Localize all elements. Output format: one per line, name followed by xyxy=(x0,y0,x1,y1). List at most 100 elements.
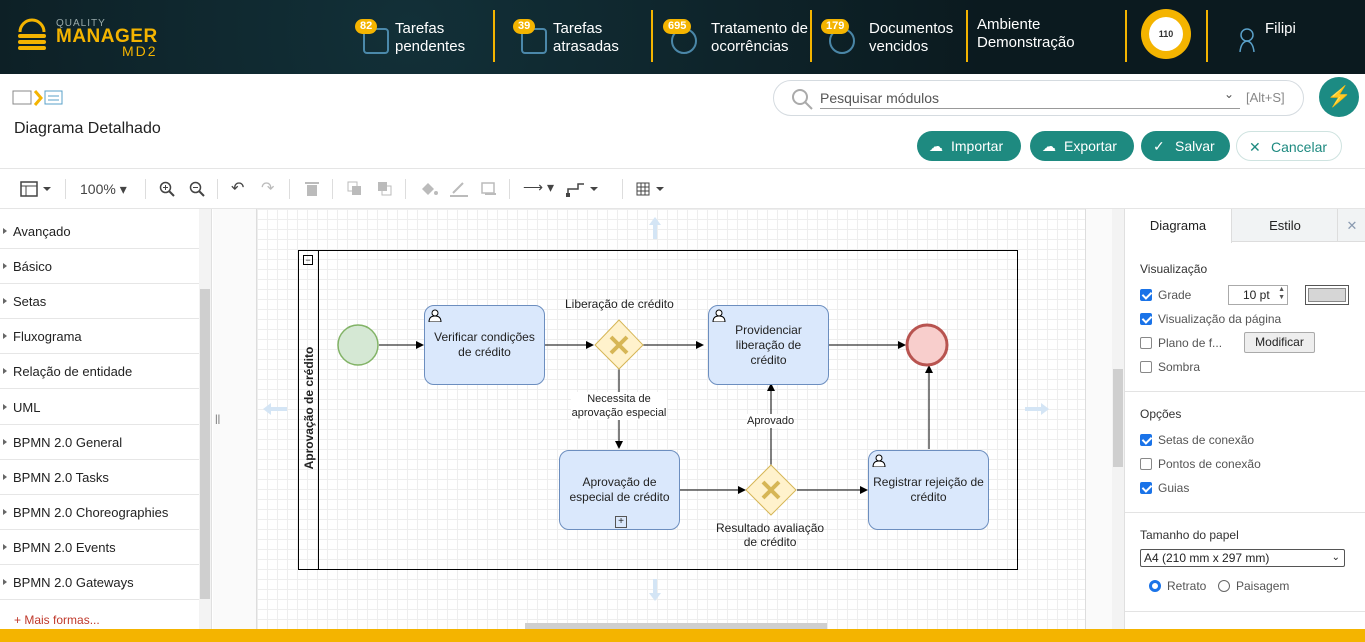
connection-style-icon[interactable]: ⟶ ▾ xyxy=(523,179,554,195)
user-name[interactable]: Filipi xyxy=(1265,20,1296,37)
task-verify-credit[interactable]: Verificar condições de crédito xyxy=(424,305,545,385)
to-front-icon[interactable] xyxy=(347,181,363,197)
edge-label-line: aprovação especial xyxy=(571,407,667,419)
undo-icon[interactable]: ↶ xyxy=(231,180,245,197)
shadow-icon[interactable] xyxy=(481,181,497,197)
shape-category[interactable]: BPMN 2.0 Events xyxy=(0,530,199,565)
diagram-page[interactable]: − Aprovação de crédito Verificar xyxy=(256,209,1086,629)
task-provide-release[interactable]: Providenciar liberação de crédito xyxy=(708,305,829,385)
shape-category[interactable]: BPMN 2.0 Gateways xyxy=(0,565,199,600)
modify-button[interactable]: Modificar xyxy=(1244,332,1315,353)
shape-category[interactable]: BPMN 2.0 Choreographies xyxy=(0,495,199,530)
shape-category[interactable]: UML xyxy=(0,390,199,425)
panel-resize-handle[interactable]: || xyxy=(215,414,221,425)
divider xyxy=(1206,10,1208,62)
export-button[interactable]: ☁Exportar xyxy=(1030,131,1134,161)
delete-icon[interactable] xyxy=(305,181,319,197)
landscape-radio[interactable]: Paisagem xyxy=(1218,579,1289,593)
arrow-up-icon[interactable] xyxy=(647,215,663,241)
shape-category[interactable]: BPMN 2.0 Tasks xyxy=(0,460,199,495)
zoom-level[interactable]: 100% ▾ xyxy=(80,181,127,197)
breadcrumb[interactable] xyxy=(12,88,64,108)
save-button[interactable]: ✓Salvar xyxy=(1141,131,1230,161)
search-input[interactable]: Pesquisar módulos xyxy=(820,90,1240,109)
more-shapes-link[interactable]: + Mais formas... xyxy=(14,613,100,627)
arrow-down-icon[interactable] xyxy=(647,577,663,603)
fill-color-icon[interactable] xyxy=(420,181,438,197)
radio[interactable] xyxy=(1218,580,1230,592)
import-button[interactable]: ☁Importar xyxy=(917,131,1021,161)
to-back-icon[interactable] xyxy=(377,181,393,197)
zoom-out-icon[interactable] xyxy=(189,181,205,197)
subprocess-special-approval[interactable]: Aprovação de especial de crédito + xyxy=(559,450,680,530)
canvas-vertical-scrollbar[interactable] xyxy=(1112,209,1124,629)
grid-checkbox[interactable]: Grade xyxy=(1140,288,1191,302)
connection-points-checkbox[interactable]: Pontos de conexão xyxy=(1140,457,1261,471)
shape-category[interactable]: Avançado xyxy=(0,214,199,249)
shape-category[interactable]: Básico xyxy=(0,249,199,284)
checkbox[interactable] xyxy=(1140,482,1152,494)
waypoints-icon[interactable] xyxy=(566,181,600,197)
task-register-rejection[interactable]: Registrar rejeição de crédito xyxy=(868,450,989,530)
grid-color-picker[interactable] xyxy=(1305,285,1349,305)
arrow-right-icon[interactable] xyxy=(1023,401,1051,417)
gauge-value: 110 xyxy=(1149,17,1183,51)
score-gauge[interactable]: 110 xyxy=(1141,9,1191,59)
line-color-icon[interactable] xyxy=(450,181,468,197)
pool[interactable]: − Aprovação de crédito xyxy=(298,250,1018,570)
shape-category[interactable]: Fluxograma xyxy=(0,319,199,354)
shape-category[interactable]: Setas xyxy=(0,284,199,319)
view-panels-icon[interactable] xyxy=(20,181,52,197)
checkbox[interactable] xyxy=(1140,337,1152,349)
zoom-in-icon[interactable] xyxy=(159,181,175,197)
pool-header[interactable]: − Aprovação de crédito xyxy=(299,251,319,569)
checkbox[interactable] xyxy=(1140,361,1152,373)
user-avatar-icon[interactable] xyxy=(1238,26,1256,52)
quick-action-bolt-button[interactable]: ⚡ xyxy=(1319,77,1359,117)
checkbox[interactable] xyxy=(1140,434,1152,446)
checkbox[interactable] xyxy=(1140,458,1152,470)
user-task-icon xyxy=(428,309,442,322)
collapse-icon[interactable]: − xyxy=(303,255,313,265)
export-label: Exportar xyxy=(1064,138,1117,154)
shape-category[interactable]: Relação de entidade xyxy=(0,354,199,389)
arrow-left-icon[interactable] xyxy=(261,401,289,417)
shadow-checkbox[interactable]: Sombra xyxy=(1140,360,1200,374)
shapes-scrollbar[interactable] xyxy=(199,209,211,629)
guides-checkbox[interactable]: Guias xyxy=(1140,481,1189,495)
connection-arrows-checkbox[interactable]: Setas de conexão xyxy=(1140,433,1254,447)
grid-size-input[interactable]: 10 pt ▲▼ xyxy=(1228,285,1288,305)
canvas-horizontal-scrollbar[interactable] xyxy=(525,623,827,629)
page-view-checkbox[interactable]: Visualização da página xyxy=(1140,312,1281,326)
diagram-canvas[interactable]: || − Aprovação de crédito xyxy=(213,209,1124,629)
module-search[interactable]: Pesquisar módulos ⌄ [Alt+S] xyxy=(773,80,1304,116)
app-logo[interactable]: QUALITY MANAGER MD2 xyxy=(14,14,184,60)
tab-diagram[interactable]: Diagrama xyxy=(1125,209,1232,243)
gateway-label-release[interactable]: Liberação de crédito xyxy=(565,297,674,311)
shape-category[interactable]: BPMN 2.0 General xyxy=(0,425,199,460)
expand-subprocess-icon[interactable]: + xyxy=(615,516,627,528)
paper-size-select[interactable]: A4 (210 mm x 297 mm)⌄ xyxy=(1140,549,1345,567)
edge-label-approved[interactable]: Aprovado xyxy=(747,414,795,428)
cancel-button[interactable]: ✕Cancelar xyxy=(1236,131,1342,161)
plus-icon: + xyxy=(14,613,25,627)
table-icon[interactable] xyxy=(636,181,668,197)
redo-icon[interactable]: ↷ xyxy=(261,180,275,197)
grid-size-value: 10 pt xyxy=(1243,288,1270,302)
background-checkbox[interactable]: Plano de f... xyxy=(1140,336,1222,350)
close-icon[interactable]: ✕ xyxy=(1346,218,1358,233)
checkbox[interactable] xyxy=(1140,289,1152,301)
tab-style[interactable]: Estilo xyxy=(1233,209,1338,242)
spinner-icon[interactable]: ▲▼ xyxy=(1278,286,1285,301)
chevron-down-icon[interactable]: ⌄ xyxy=(1224,87,1235,101)
checkbox[interactable] xyxy=(1140,313,1152,325)
radio[interactable] xyxy=(1149,580,1161,592)
guides-label: Guias xyxy=(1158,481,1190,495)
portrait-radio[interactable]: Retrato xyxy=(1149,579,1206,593)
